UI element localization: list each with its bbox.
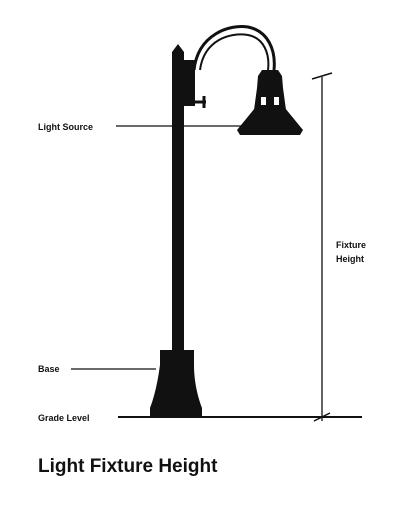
light-source-label: Light Source: [38, 122, 93, 132]
fixture-height-label-line1: Fixture: [336, 240, 366, 250]
pole-base: [150, 350, 202, 417]
fixture-arm-outer: [192, 25, 276, 71]
grade-level-label: Grade Level: [38, 413, 90, 423]
lamp-window-right: [274, 97, 279, 105]
dimension-tick-top: [311, 72, 333, 80]
base-label: Base: [38, 364, 60, 374]
pole-bracket: [183, 60, 195, 106]
lamp-housing: [254, 88, 286, 110]
lamp-window-left: [261, 97, 266, 105]
lamp-shade: [237, 108, 303, 135]
lamp-cap: [257, 70, 283, 88]
figure-caption: Light Fixture Height: [38, 456, 218, 477]
fixture-arm-inner: [199, 33, 270, 71]
lamp-pole: [172, 44, 184, 352]
dimension-tick-bottom: [313, 412, 331, 422]
fixture-height-label-line2: Height: [336, 254, 364, 264]
